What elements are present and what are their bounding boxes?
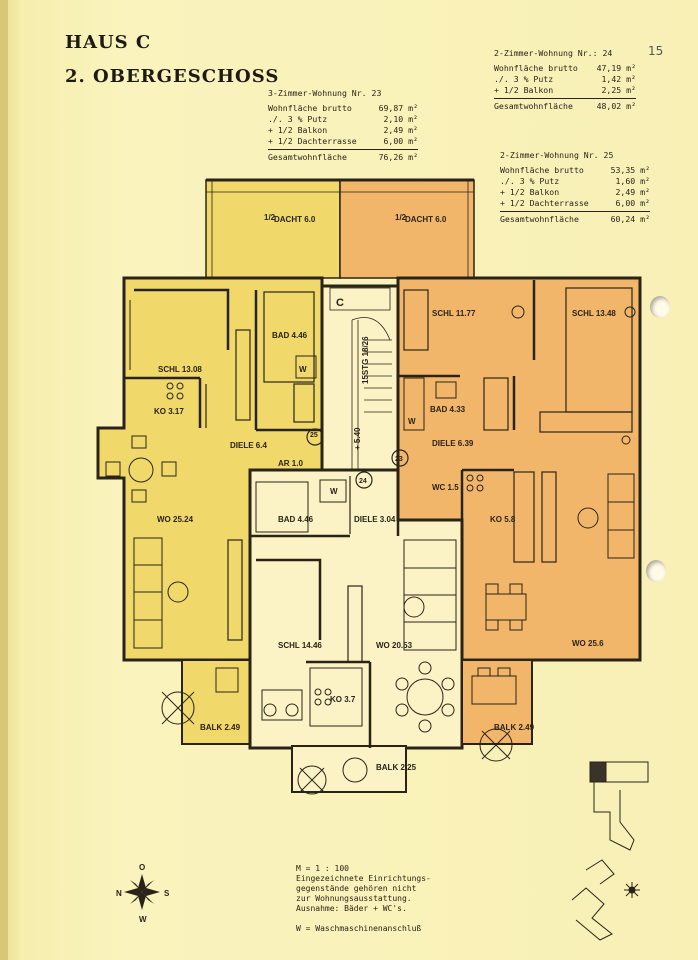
- apartment-heading: 2-Zimmer-Wohnung Nr.: 24: [494, 48, 613, 58]
- label-ar-10: AR 1.0: [278, 459, 303, 468]
- area-label: + 1/2 Balkon: [494, 85, 554, 95]
- area-value: 2,25 m²: [601, 85, 636, 95]
- area-label: Wohnfläche brutto: [500, 165, 584, 175]
- label-ko-37: KO 3.7: [330, 695, 356, 704]
- area-table-apartment-23: 3-Zimmer-Wohnung Nr. 23 Wohnfläche brutt…: [268, 88, 418, 163]
- label-w: W: [330, 487, 338, 496]
- page-binding-edge: [0, 0, 8, 960]
- area-label: + 1/2 Balkon: [500, 187, 560, 197]
- label-wc-15: WC 1.5: [432, 483, 459, 492]
- label-elevation: + 5.40: [353, 427, 362, 450]
- label-w: W: [299, 365, 307, 374]
- label-unit-24: 24: [359, 478, 367, 485]
- area-label: Wohnfläche brutto: [494, 63, 578, 73]
- label-bad-446-mid: BAD 4.46: [278, 515, 314, 524]
- label-balk-249-left: BALK 2.49: [200, 723, 241, 732]
- area-label: + 1/2 Dachterrasse: [268, 136, 357, 146]
- punch-hole-lower: [646, 560, 666, 582]
- area-label: Wohnfläche brutto: [268, 103, 352, 113]
- compass-south: S: [164, 889, 170, 898]
- floor-title: 2. OBERGESCHOSS: [65, 66, 280, 87]
- label-schl-1308: SCHL 13.08: [158, 365, 202, 374]
- label-diele-304: DIELE 3.04: [354, 515, 396, 524]
- area-table-apartment-25: 2-Zimmer-Wohnung Nr. 25 Wohnfläche brutt…: [500, 150, 650, 225]
- area-value: 2,10 m²: [383, 114, 418, 124]
- total-value: 60,24 m²: [610, 214, 650, 224]
- label-unit-25: 25: [310, 432, 318, 439]
- total-value: 76,26 m²: [378, 152, 418, 162]
- area-value: 2,49 m²: [383, 125, 418, 135]
- total-label: Gesamtwohnfläche: [494, 101, 573, 111]
- total-label: Gesamtwohnfläche: [268, 152, 347, 162]
- house-title: HAUS C: [65, 32, 152, 53]
- area-label: + 1/2 Balkon: [268, 125, 328, 135]
- page-number: 15: [648, 44, 664, 58]
- compass-west: W: [139, 915, 147, 924]
- balcony-25: [461, 659, 533, 745]
- label-half: 1/2: [395, 213, 407, 222]
- label-wo-2524: WO 25.24: [157, 515, 194, 524]
- washing-machine-note: W = Waschmaschinenanschluß: [296, 924, 422, 933]
- area-value: 53,35 m²: [610, 165, 650, 175]
- area-label: ./. 3 % Putz: [494, 74, 554, 84]
- label-diele-639: DIELE 6.39: [432, 439, 474, 448]
- area-value: 1,42 m²: [601, 74, 636, 84]
- label-dacht-left: DACHT 6.0: [274, 215, 316, 224]
- area-value: 47,19 m²: [596, 63, 636, 73]
- roof-terrace-right: [339, 179, 475, 279]
- label-unit-23: 23: [395, 456, 403, 463]
- label-half: 1/2: [264, 213, 276, 222]
- label-ko-58: KO 5.8: [490, 515, 516, 524]
- label-wo-2053: WO 20.53: [376, 641, 413, 650]
- label-dacht-right: DACHT 6.0: [405, 215, 447, 224]
- label-bad-446-top: BAD 4.46: [272, 331, 308, 340]
- scale-text: M = 1 : 100: [296, 864, 349, 873]
- area-value: 6,00 m²: [383, 136, 418, 146]
- balcony-24: [291, 745, 407, 793]
- area-label: + 1/2 Dachterrasse: [500, 198, 589, 208]
- area-label: ./. 3 % Putz: [268, 114, 328, 124]
- site-plan-thumbnail: [571, 761, 649, 941]
- label-house-c: C: [336, 297, 344, 309]
- total-label: Gesamtwohnfläche: [500, 214, 579, 224]
- roof-terrace-left: [205, 179, 341, 279]
- label-schl-1446: SCHL 14.46: [278, 641, 322, 650]
- area-value: 2,49 m²: [615, 187, 650, 197]
- area-value: 69,87 m²: [378, 103, 418, 113]
- area-table-apartment-24: 2-Zimmer-Wohnung Nr.: 24 Wohnfläche brut…: [494, 48, 636, 112]
- label-bad-433: BAD 4.33: [430, 405, 466, 414]
- label-stairs: 15STG 18/26: [361, 336, 370, 384]
- label-diele-64: DIELE 6.4: [230, 441, 267, 450]
- compass-east: O: [139, 863, 145, 872]
- stairwell: [320, 284, 400, 472]
- area-value: 6,00 m²: [615, 198, 650, 208]
- apartment-heading: 3-Zimmer-Wohnung Nr. 23: [268, 88, 382, 98]
- label-ko-317: KO 3.17: [154, 407, 184, 416]
- compass-north: N: [116, 889, 122, 898]
- label-wo-256: WO 25.6: [572, 639, 604, 648]
- label-schl-1177: SCHL 11.77: [432, 309, 476, 318]
- label-schl-1348: SCHL 13.48: [572, 309, 616, 318]
- area-label: ./. 3 % Putz: [500, 176, 560, 186]
- furniture-note: Eingezeichnete Einrichtungs- gegenstände…: [296, 874, 431, 913]
- total-value: 48,02 m²: [596, 101, 636, 111]
- plan-legend: M = 1 : 100 Eingezeichnete Einrichtungs-…: [296, 864, 431, 934]
- label-balk-249-right: BALK 2.49: [494, 723, 535, 732]
- label-w: W: [408, 417, 416, 426]
- label-balk-225: BALK 2.25: [376, 763, 417, 772]
- compass-rose: N S O W: [116, 863, 170, 924]
- apartment-heading: 2-Zimmer-Wohnung Nr. 25: [500, 150, 614, 160]
- area-value: 1,60 m²: [615, 176, 650, 186]
- punch-hole-upper: [650, 296, 670, 318]
